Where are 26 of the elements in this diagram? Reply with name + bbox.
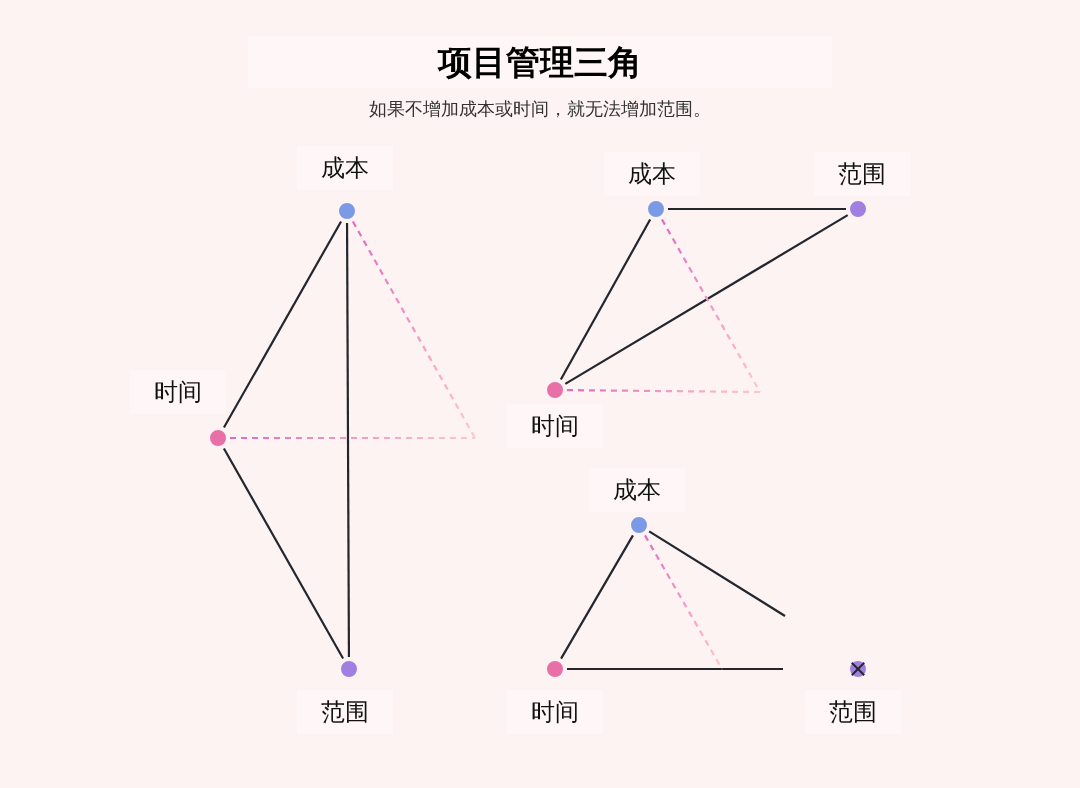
dashed-line — [644, 534, 723, 670]
dashed-line — [660, 218, 761, 393]
connector-line — [345, 223, 351, 657]
node-label: 范围 — [838, 159, 886, 189]
node-label: 范围 — [321, 697, 369, 727]
crossed-out-dot — [848, 659, 868, 679]
connector-line — [567, 667, 783, 671]
node-label: 时间 — [531, 411, 579, 441]
connector-line — [668, 207, 846, 211]
dashed-line — [230, 436, 475, 440]
connector-line — [222, 447, 345, 660]
connector-line — [564, 214, 849, 385]
subtitle: 如果不增加成本或时间，就无法增加范围。 — [369, 97, 711, 121]
dashed-line — [567, 389, 760, 394]
dashed-line — [351, 220, 476, 439]
node-label: 成本 — [321, 153, 369, 183]
connector-line — [222, 220, 343, 429]
node-label: 时间 — [154, 377, 202, 407]
node-label: 成本 — [613, 475, 661, 505]
node-label: 时间 — [531, 697, 579, 727]
title: 项目管理三角 — [438, 41, 642, 83]
node-label: 成本 — [628, 159, 676, 189]
connector-line — [560, 534, 634, 660]
connector-line — [648, 530, 786, 617]
node-label: 范围 — [829, 697, 877, 727]
connector-line — [559, 218, 652, 381]
